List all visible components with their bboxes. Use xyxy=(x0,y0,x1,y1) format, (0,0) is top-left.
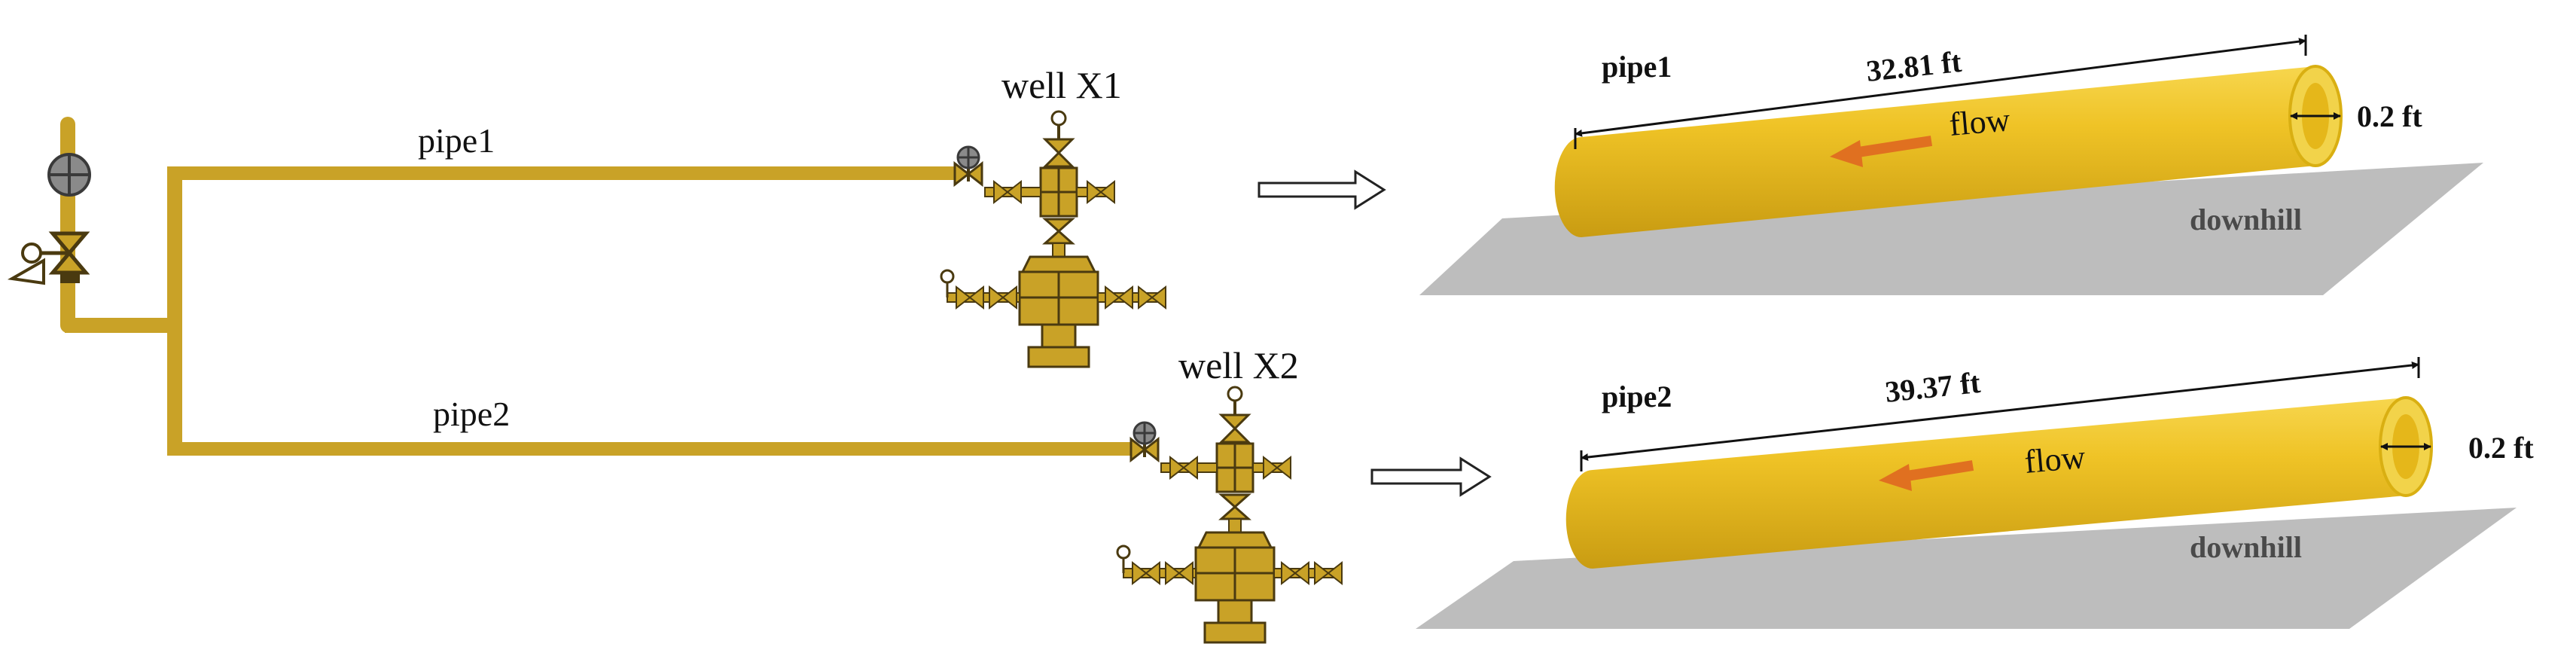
well-x2-label: well X2 xyxy=(1178,344,1299,386)
tube2-ground-label: downhill xyxy=(2190,530,2302,564)
wellhead-x1-icon xyxy=(940,110,1167,368)
well-x1-label: well X1 xyxy=(1001,64,1122,106)
tube1-diameter-label: 0.2 ft xyxy=(2357,99,2422,133)
pipe1-label: pipe1 xyxy=(418,121,495,160)
schematic: pipe1 pipe2 well X1 well X2 xyxy=(7,64,1343,644)
pipe-network xyxy=(60,117,1131,456)
transition-arrow-1-icon xyxy=(1258,169,1386,210)
tube2-length-label: 39.37 ft xyxy=(1883,365,1982,409)
transition-arrow-2-icon xyxy=(1370,456,1492,497)
tube1-name-label: pipe1 xyxy=(1602,50,1672,84)
tube2-illustration: downhill flow 39.37 ft pipe2 0.2 ft xyxy=(1416,357,2534,629)
tube1-flow-label: flow xyxy=(1948,101,2012,143)
tube2-diameter-label: 0.2 ft xyxy=(2468,431,2534,465)
ground-plane-1 xyxy=(1419,163,2483,295)
control-valve-icon xyxy=(7,231,90,285)
tube2-flow-arrow-icon xyxy=(1879,460,1974,491)
tube1-illustration: downhill flow 32.81 ft pipe1 0.2 ft xyxy=(1419,35,2483,295)
pipe2-label: pipe2 xyxy=(433,395,510,433)
ground-plane-2 xyxy=(1416,508,2517,629)
tube2-flow-label: flow xyxy=(2023,438,2087,480)
gauge-icon xyxy=(47,153,91,197)
tube1-length-label: 32.81 ft xyxy=(1864,44,1963,88)
tube1-ground-label: downhill xyxy=(2190,203,2302,236)
wellhead-x2-icon xyxy=(1116,386,1343,644)
tube2-name-label: pipe2 xyxy=(1602,380,1672,413)
tube1-flow-arrow-icon xyxy=(1830,136,1933,167)
